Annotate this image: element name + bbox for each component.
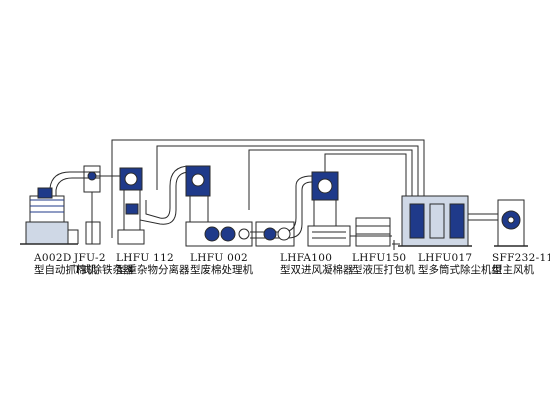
machine-label-8: SFF232-11 型主风机 <box>492 252 550 276</box>
machine-name: 型主风机 <box>492 264 534 276</box>
return-duct-1 <box>111 139 425 238</box>
machine-name: 型双进风凝棉器 <box>280 264 354 276</box>
machine-label-3: LHFU 112 型重杂物分离器 <box>116 252 190 276</box>
condenser <box>307 171 351 247</box>
heavy-separator <box>117 167 145 245</box>
machine-model: LHFU150 <box>352 252 407 264</box>
bale-opener <box>20 187 79 245</box>
machine-label-2: JFU-2 T式除铁杂器 <box>74 252 134 276</box>
machine-name: 型废棉处理机 <box>190 264 253 276</box>
machine-model: JFU-2 <box>74 252 106 264</box>
machine-name: T式除铁杂器 <box>74 264 134 276</box>
dust-removal-unit <box>398 195 472 247</box>
return-duct-2 <box>156 145 419 196</box>
machine-model: LHFU 002 <box>190 252 249 264</box>
machine-name: 型自动抓棉机 <box>34 264 97 276</box>
machine-label-6: LHFU150 型液压打包机 <box>352 252 415 276</box>
machine-label-5: LHFA100 型双进风凝棉器 <box>280 252 354 276</box>
machine-label-4: LHFU 002 型废棉处理机 <box>190 252 253 276</box>
machine-name: 型多筒式除尘机组 <box>418 264 502 276</box>
machine-model: LHFU017 <box>418 252 473 264</box>
machine-model: LHFA100 <box>280 252 333 264</box>
feed-duct-b <box>55 177 100 196</box>
main-fan <box>494 199 528 247</box>
machine-model: SFF232-11 <box>492 252 550 264</box>
machine-name: 型液压打包机 <box>352 264 415 276</box>
iron-remover <box>83 165 101 245</box>
machine-model: LHFU 112 <box>116 252 175 264</box>
machine-model: A002D <box>34 252 72 264</box>
machine-label-1: A002D 型自动抓棉机 <box>34 252 97 276</box>
machine-label-7: LHFU017 型多筒式除尘机组 <box>418 252 502 276</box>
return-duct-4 <box>324 153 407 196</box>
baler <box>355 217 400 247</box>
waste-cotton-machine <box>185 165 295 247</box>
machine-name: 型重杂物分离器 <box>116 264 190 276</box>
return-duct-3 <box>248 149 413 210</box>
